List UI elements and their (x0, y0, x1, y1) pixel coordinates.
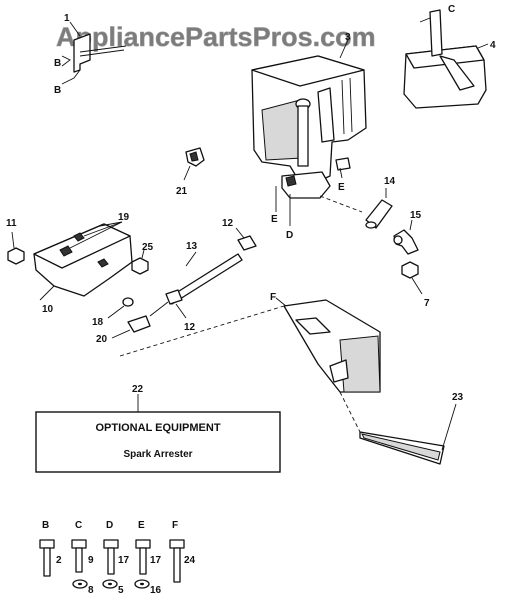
fastener-letter-f: F (172, 520, 178, 531)
washer-qty-16: 16 (150, 585, 162, 596)
part-12-clip-b (165, 289, 187, 319)
callout-15: 15 (410, 210, 422, 221)
fastener-letter-e: E (138, 520, 145, 531)
callout-14: 14 (384, 176, 396, 187)
fastener-qty-e: 17 (150, 555, 162, 566)
part-1-bracket (61, 21, 127, 85)
ref-b-2: B (54, 85, 61, 96)
part-18-grommet (107, 297, 134, 319)
ref-e-1: E (271, 214, 278, 225)
part-4-muffler (403, 9, 489, 109)
callout-3: 3 (345, 32, 351, 43)
chassis-frame (119, 297, 381, 393)
fastener-letter-d: D (106, 520, 113, 531)
part-12-clip-a (235, 227, 257, 251)
callout-21: 21 (176, 186, 188, 197)
washer-16 (134, 579, 150, 589)
ref-e-2: E (338, 182, 345, 193)
callout-19: 19 (118, 212, 130, 223)
fastener-legend: B 2 C 9 D 17 E 17 F (39, 520, 196, 596)
part-3-engine (251, 39, 367, 199)
callout-10: 10 (42, 304, 54, 315)
engine-bolt-leaders (275, 167, 363, 226)
part-14-pipe (365, 188, 393, 229)
part-11-bushing (7, 231, 25, 265)
callout-12-b: 12 (184, 322, 196, 333)
ref-c: C (448, 4, 455, 15)
watermark-text: AppliancePartsPros.com (56, 22, 376, 52)
part-20-link (111, 315, 151, 339)
callout-1: 1 (64, 13, 70, 24)
fastener-letter-b: B (42, 520, 49, 531)
optional-equipment-title: OPTIONAL EQUIPMENT (95, 422, 220, 434)
part-21-clip (183, 147, 205, 181)
washer-qty-5: 5 (118, 585, 124, 596)
part-13-rod (149, 251, 243, 317)
bolt-c (71, 539, 87, 573)
part-25-cap (131, 249, 149, 275)
ref-d: D (286, 230, 293, 241)
fastener-qty-b: 2 (56, 555, 62, 566)
part-15-elbow (393, 219, 419, 255)
part-23-spark-arrester (339, 391, 457, 465)
callout-20: 20 (96, 334, 108, 345)
part-7-nut (401, 261, 423, 295)
fastener-qty-c: 9 (88, 555, 94, 566)
callout-13: 13 (186, 241, 198, 252)
optional-equipment-subtitle: Spark Arrester (123, 449, 192, 460)
callout-22: 22 (132, 384, 144, 395)
callout-11: 11 (6, 218, 17, 229)
ref-b-1: B (54, 58, 61, 69)
part-10-base (33, 221, 133, 301)
fastener-qty-f: 24 (184, 555, 196, 566)
callout-18: 18 (92, 317, 104, 328)
ref-f: F (270, 292, 276, 303)
fastener-qty-d: 17 (118, 555, 130, 566)
callout-25: 25 (142, 242, 154, 253)
bolt-f (169, 539, 185, 583)
bolt-e (135, 539, 151, 575)
washer-8 (72, 579, 88, 589)
callout-4: 4 (490, 40, 496, 51)
bolt-b (39, 539, 55, 577)
bolt-d (103, 539, 119, 575)
callout-12-a: 12 (222, 218, 234, 229)
washer-qty-8: 8 (88, 585, 94, 596)
callout-7: 7 (424, 298, 430, 309)
callout-23: 23 (452, 392, 464, 403)
fastener-letter-c: C (75, 520, 82, 531)
washer-5 (102, 579, 118, 589)
optional-equipment-box (35, 411, 281, 473)
